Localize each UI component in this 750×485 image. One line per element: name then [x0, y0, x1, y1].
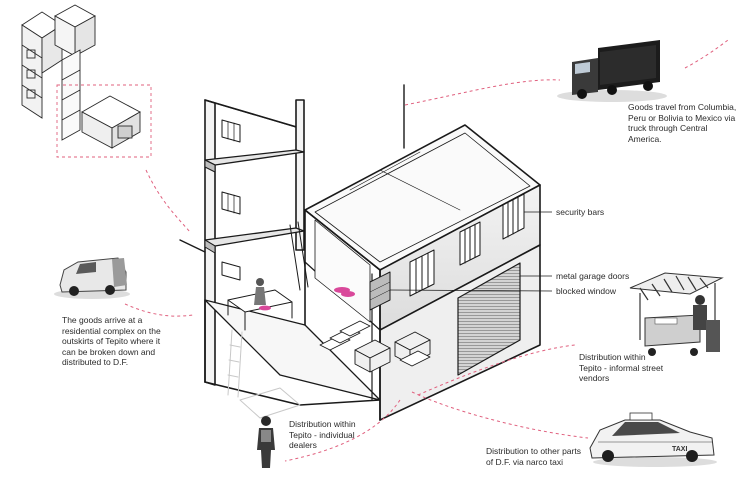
- taxi-icon: TAXI: [589, 412, 717, 467]
- label-metal-garage-doors: metal garage doors: [556, 271, 630, 281]
- security-bars-windows: [409, 193, 525, 297]
- overview-highlight-box: [56, 84, 152, 158]
- label-security-bars: security bars: [556, 207, 605, 217]
- flow-paths: [124, 39, 729, 462]
- taxi-sign: TAXI: [672, 446, 687, 453]
- blocked-window-shape: [369, 271, 391, 311]
- caption-street-vendors: Distribution within Tepito - informal st…: [579, 352, 664, 383]
- overview-building: [21, 4, 141, 149]
- caption-narco-taxi: Distribution to other parts of D.F. via …: [486, 446, 581, 467]
- caption-individual-dealers: Distribution within Tepito - individual …: [289, 419, 356, 450]
- truck-icon: [557, 40, 667, 102]
- person-icon: [257, 416, 275, 468]
- main-building: [179, 84, 541, 421]
- van-icon: [54, 257, 130, 299]
- caption-truck: Goods travel from Columbia, Peru or Boli…: [628, 102, 737, 144]
- label-leaders: [389, 211, 553, 292]
- label-blocked-window: blocked window: [556, 286, 617, 296]
- highlighted-goods: [259, 287, 355, 311]
- stacked-boxes: [354, 331, 431, 373]
- street-cart-icon: [629, 272, 724, 356]
- caption-van: The goods arrive at a residential comple…: [62, 315, 161, 367]
